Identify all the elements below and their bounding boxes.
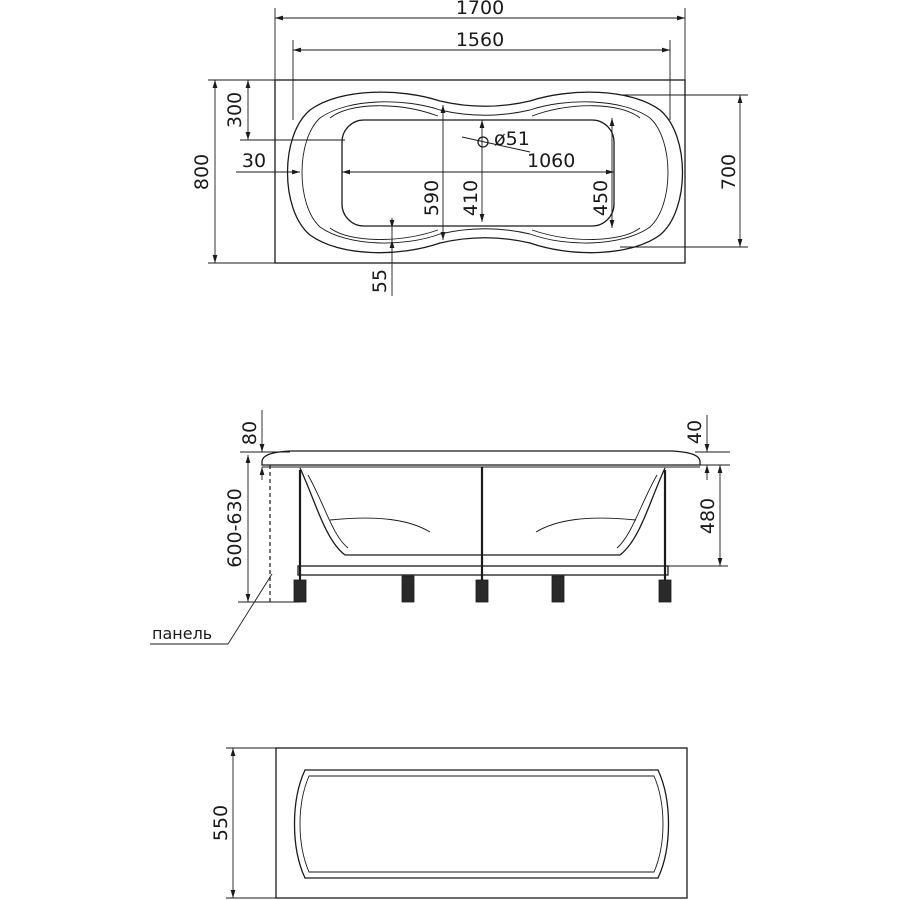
dim-height-range: 600-630 — [224, 488, 246, 567]
top-view: 1700 1560 800 300 30 1060 ø51 590 410 45 — [191, 0, 748, 296]
dim-end-offset: 30 — [242, 150, 266, 172]
dim-rim-right: 40 — [684, 420, 706, 444]
armrest-curve — [329, 105, 439, 119]
dim-bottom-width-right: 450 — [590, 180, 612, 216]
frame-beam — [297, 565, 669, 576]
panel-view: 550 — [210, 747, 688, 899]
front-panel-inset — [293, 769, 670, 879]
dim-depth: 480 — [697, 498, 719, 534]
dim-overall-width: 800 — [191, 154, 213, 190]
armrest-curve — [329, 227, 439, 240]
front-panel-outline — [275, 747, 688, 899]
dim-inner-width: 700 — [718, 154, 740, 190]
dim-inner-length: 1560 — [456, 29, 504, 51]
dim-overall-length: 1700 — [456, 0, 504, 19]
armrest-curve — [329, 517, 431, 533]
armrest-curve — [531, 227, 641, 240]
support-feet — [293, 575, 672, 603]
dim-rim-left: 80 — [239, 421, 261, 445]
armrest-curve — [535, 517, 637, 533]
dim-panel-height: 550 — [210, 805, 232, 841]
dim-bottom-length: 1060 — [527, 150, 575, 172]
dim-drain-diameter: ø51 — [494, 128, 530, 150]
dim-bottom-width-center: 410 — [460, 180, 482, 216]
dim-bottom-width-wide: 590 — [421, 180, 443, 216]
tub-rim-inner — [301, 101, 669, 244]
tub-rim-side — [261, 450, 701, 466]
tub-rim-outer — [286, 91, 684, 254]
side-view: 80 600-630 40 480 панель — [150, 410, 730, 645]
dim-end-depth: 300 — [224, 92, 246, 128]
tub-outline-top — [274, 79, 686, 264]
armrest-curve — [531, 105, 641, 119]
dim-rim-offset: 55 — [369, 269, 391, 293]
panel-label: панель — [152, 624, 212, 643]
